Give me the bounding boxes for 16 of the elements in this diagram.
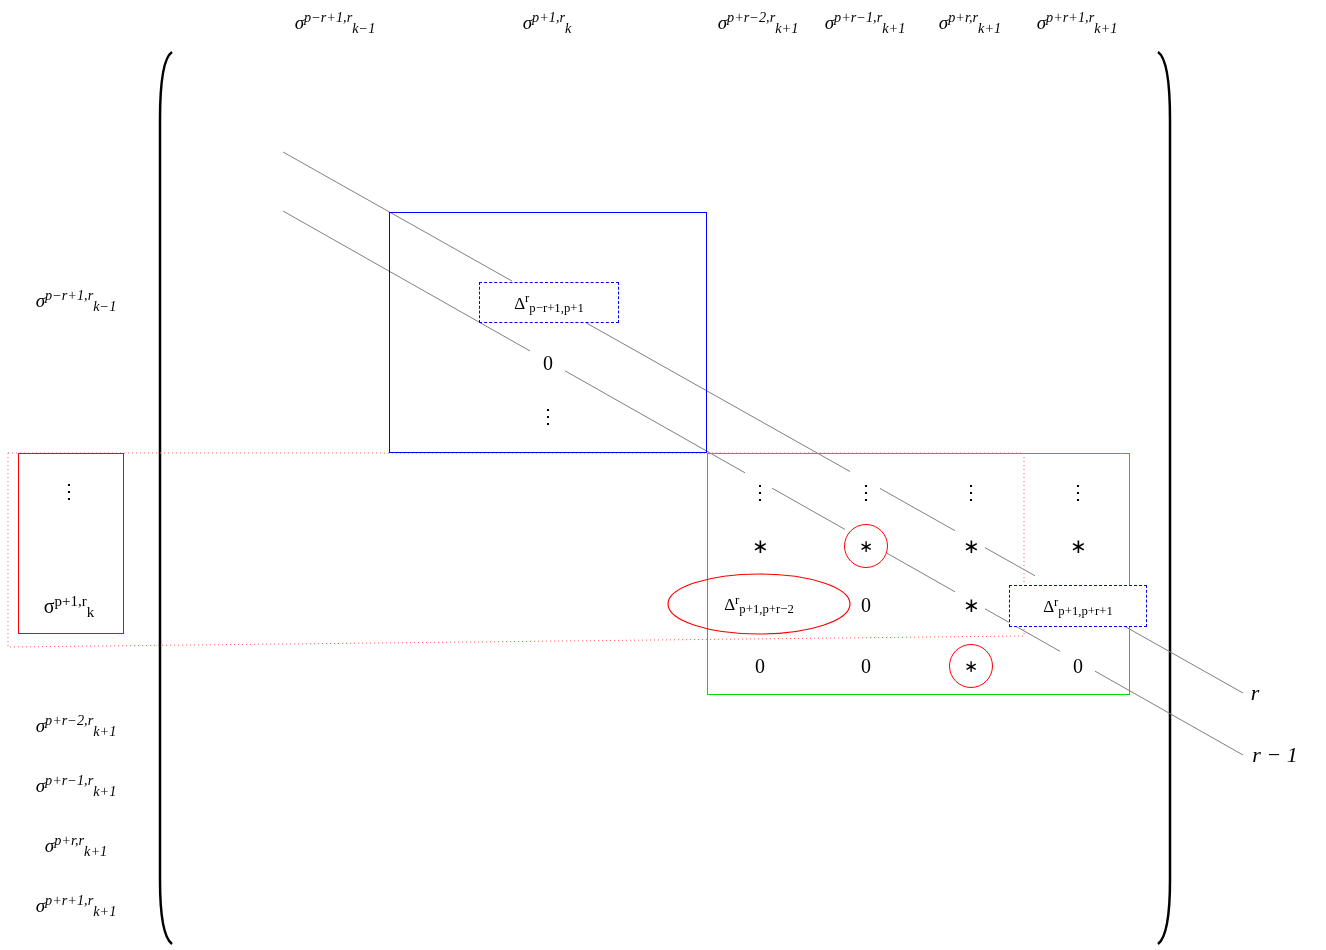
matrix-entry: 0	[541, 353, 555, 373]
matrix-entry: ∗	[964, 657, 978, 675]
highlight-box	[18, 453, 124, 634]
line-label-text: r	[1250, 682, 1260, 704]
highlight-box	[389, 212, 707, 453]
matrix-entry: ∗	[859, 537, 873, 555]
matrix-entry: 0	[859, 656, 873, 676]
diagonal-line	[282, 210, 1244, 756]
matrix-entry: 0	[1071, 656, 1085, 676]
ellipse	[668, 574, 850, 634]
line-label-text: r − 1	[1252, 744, 1298, 766]
dashed-box	[1009, 585, 1147, 627]
matrix-entry: 0	[753, 656, 767, 676]
diagonal-line	[282, 151, 1244, 694]
matrix-entry: 0	[859, 595, 873, 615]
dashed-box	[479, 282, 619, 323]
